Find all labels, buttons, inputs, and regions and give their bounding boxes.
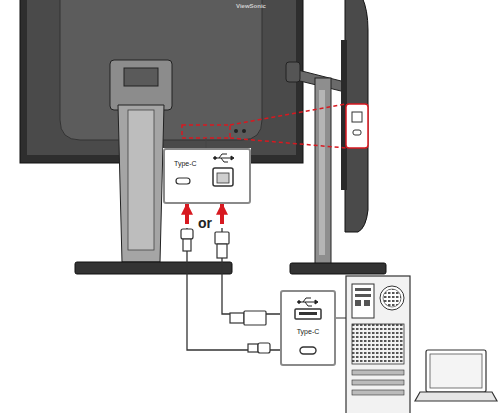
port-panel: Type-C	[280, 290, 336, 366]
usb-b-plug	[217, 244, 227, 258]
port-label: Type-C	[174, 160, 197, 168]
usb-cable	[222, 204, 280, 314]
port-panel: Type-C	[163, 148, 251, 204]
usb-a-plug	[244, 311, 266, 325]
usb-b-plug	[215, 232, 229, 244]
type-c-plug	[183, 239, 191, 251]
usb-a-plug	[230, 313, 244, 323]
type-c-port	[300, 347, 316, 354]
type-c-port	[176, 178, 190, 184]
laptop	[415, 350, 497, 401]
usb-symbol	[298, 298, 318, 306]
insert-arrow	[185, 204, 189, 224]
or-label: or	[198, 216, 212, 230]
usb-symbol	[214, 154, 234, 162]
type-c-cable	[187, 204, 280, 350]
monitor-port-panel	[163, 148, 251, 204]
insert-arrow	[220, 204, 224, 224]
usb-a-port	[295, 309, 321, 319]
pc-port-panel	[280, 290, 348, 366]
cable-line	[187, 228, 280, 350]
cable-line	[222, 228, 280, 314]
type-c-plug	[258, 343, 270, 353]
pc-tower	[346, 276, 410, 413]
leader-line	[206, 138, 207, 148]
type-c-plug	[181, 229, 193, 239]
usb-b-port	[213, 168, 233, 186]
monitor-side-view	[230, 0, 386, 274]
port-label: Type-C	[297, 328, 320, 336]
type-c-plug	[248, 344, 258, 352]
brand-name: ViewSonic	[236, 3, 266, 9]
